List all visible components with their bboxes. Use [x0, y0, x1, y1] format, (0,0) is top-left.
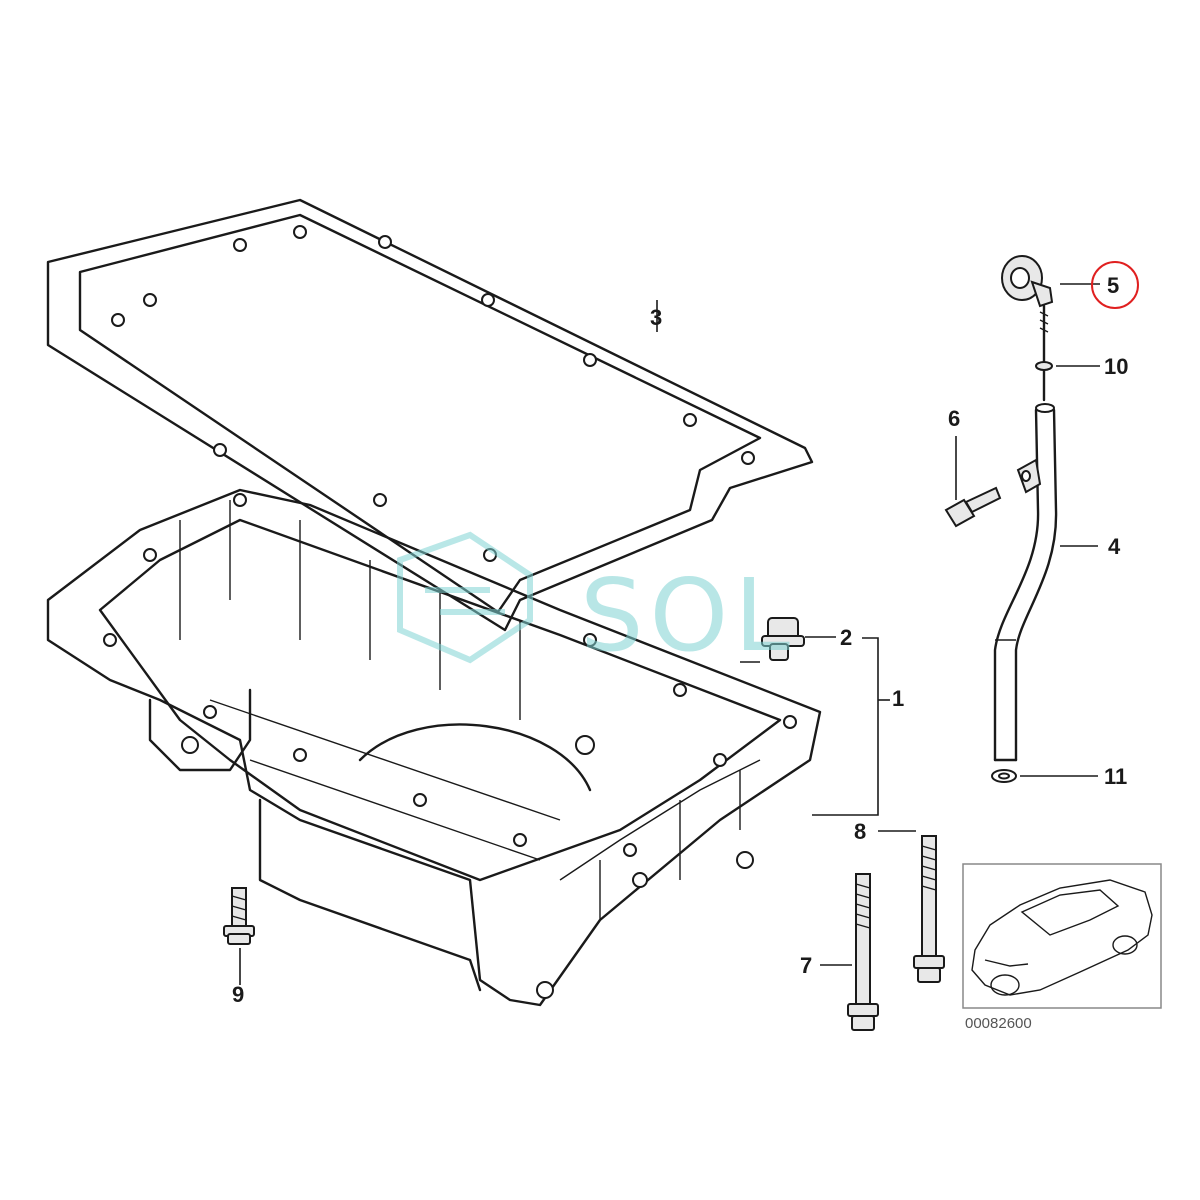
short-bolt-9	[223, 887, 255, 945]
long-bolt-7	[847, 873, 879, 1031]
callout-5-highlight-ring	[1091, 261, 1139, 309]
callout-5: 5	[1107, 273, 1119, 298]
callout-1: 1	[892, 686, 904, 711]
callout-7: 7	[800, 953, 812, 978]
oil-pan-gasket	[46, 198, 814, 632]
callouts: 1 2 3 4 5 6 7 8 9 10 11	[232, 261, 1139, 1007]
callout-3: 3	[650, 305, 662, 330]
tube-mounting-bolt	[944, 486, 1002, 528]
sol-logo-icon	[397, 531, 533, 664]
callout-6: 6	[948, 406, 960, 431]
tube-o-ring	[991, 769, 1017, 783]
sol-watermark: SOL	[397, 531, 796, 674]
callout-11: 11	[1104, 764, 1127, 789]
dipstick-seal-ring	[1035, 361, 1053, 371]
callout-8: 8	[854, 819, 866, 844]
gasket-bolt-holes	[111, 225, 755, 562]
long-bolt-8	[913, 835, 945, 983]
oil-pan	[46, 488, 822, 1007]
leader-lines	[239, 283, 1100, 985]
callout-4: 4	[1108, 534, 1121, 559]
callout-10: 10	[1104, 354, 1128, 379]
callout-9: 9	[232, 982, 244, 1007]
callout-2: 2	[840, 625, 852, 650]
vehicle-thumbnail	[962, 863, 1162, 1009]
dipstick	[1001, 255, 1054, 402]
watermark-text: SOL	[580, 557, 796, 674]
drain-plug	[761, 617, 805, 661]
diagram-reference-number: 00082600	[965, 1015, 1032, 1032]
dipstick-guide-tube	[993, 403, 1058, 762]
car-silhouette-icon	[971, 879, 1153, 996]
pan-bolt-holes	[103, 493, 797, 999]
